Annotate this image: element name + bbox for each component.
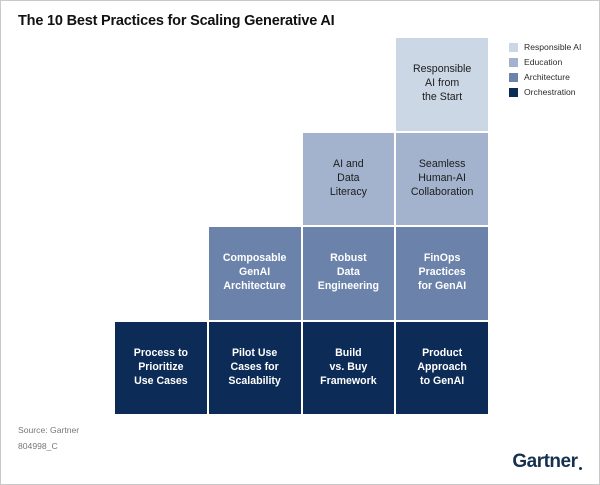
practice-block[interactable]: Robust Data Engineering <box>301 226 396 321</box>
legend-item[interactable]: Architecture <box>509 70 581 84</box>
registered-mark-icon <box>579 467 582 470</box>
practice-block[interactable]: Seamless Human-AI Collaboration <box>395 131 489 226</box>
legend-swatch-icon <box>509 72 518 82</box>
practice-block[interactable]: AI and Data Literacy <box>301 131 396 226</box>
page-title: The 10 Best Practices for Scaling Genera… <box>18 13 335 29</box>
pyramid-chart: Responsible AI from the Start AI and Data… <box>114 37 489 415</box>
practice-block[interactable]: Product Approach to GenAI <box>395 320 489 415</box>
legend-item-label: Education <box>524 56 563 67</box>
source-label: Source: Gartner <box>18 425 80 435</box>
practice-block-label: Build vs. Buy Framework <box>320 346 377 387</box>
legend-swatch-icon <box>509 87 518 97</box>
practice-block-label: AI and Data Literacy <box>329 157 367 198</box>
practice-block-label: Responsible AI from the Start <box>412 63 472 104</box>
legend-swatch-icon <box>509 42 518 52</box>
practice-block[interactable]: FinOps Practices for GenAI <box>395 226 489 321</box>
document-id-label: 804998_C <box>18 441 58 451</box>
legend-item[interactable]: Responsible AI <box>509 40 581 54</box>
gartner-logo: Gartner <box>512 452 582 471</box>
practice-block[interactable]: Composable GenAI Architecture <box>207 226 302 321</box>
legend-item-label: Orchestration <box>524 86 576 97</box>
practice-block-label: Process to Prioritize Use Cases <box>133 346 188 387</box>
practice-block[interactable]: Build vs. Buy Framework <box>301 320 396 415</box>
legend-item-label: Architecture <box>524 71 570 82</box>
practice-block[interactable]: Responsible AI from the Start <box>395 37 489 132</box>
legend-item-label: Responsible AI <box>524 41 582 52</box>
practice-block-label: Composable GenAI Architecture <box>222 252 287 293</box>
legend-item[interactable]: Orchestration <box>509 85 581 99</box>
legend-item[interactable]: Education <box>509 55 581 69</box>
practice-block-label: FinOps Practices for GenAI <box>417 252 467 293</box>
practice-block-label: Seamless Human-AI Collaboration <box>410 157 474 198</box>
gartner-logo-text: Gartner <box>512 451 578 472</box>
legend-swatch-icon <box>509 57 518 67</box>
practice-block[interactable]: Process to Prioritize Use Cases <box>114 320 208 415</box>
practice-block-label: Robust Data Engineering <box>317 252 379 293</box>
practice-block-label: Product Approach to GenAI <box>417 346 467 387</box>
practice-block-label: Pilot Use Cases for Scalability <box>228 346 281 387</box>
practice-block[interactable]: Pilot Use Cases for Scalability <box>207 320 302 415</box>
